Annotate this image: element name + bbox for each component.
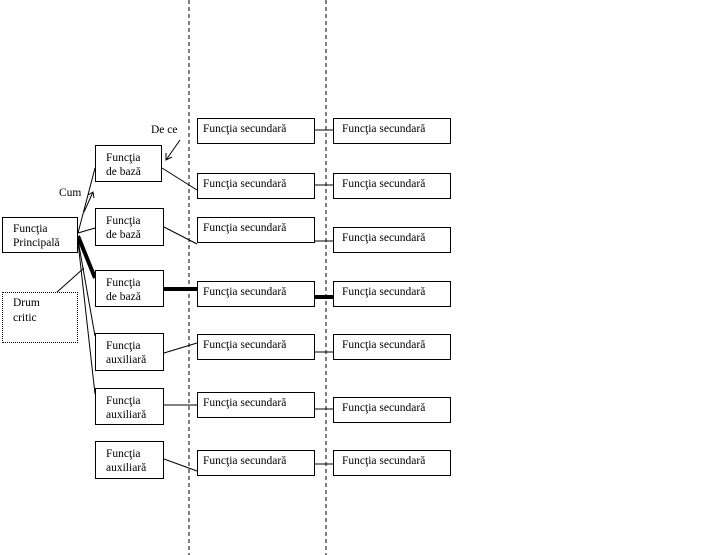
tertiary-function-label: Funcţia secundară xyxy=(342,286,426,298)
aux-function-line1: Funcţia xyxy=(106,395,141,407)
tertiary-function-box-3: Funcţia secundară xyxy=(333,227,451,253)
tertiary-function-label: Funcţia secundară xyxy=(342,232,426,244)
secondary-function-label: Funcţia secundară xyxy=(203,339,287,351)
base-function-box-3-critical: Funcţia de bază xyxy=(95,270,164,307)
aux-function-line2: auxiliară xyxy=(106,409,147,421)
secondary-function-label: Funcţia secundară xyxy=(203,286,287,298)
tertiary-function-label: Funcţia secundară xyxy=(342,402,426,414)
tertiary-function-box-4-critical: Funcţia secundară xyxy=(333,281,451,307)
connector-aux1-sec4 xyxy=(163,342,198,354)
main-function-line1: Funcţia xyxy=(13,223,48,235)
base-function-line2: de bază xyxy=(106,166,141,178)
callout-leader xyxy=(55,267,85,294)
aux-function-line1: Funcţia xyxy=(106,340,141,352)
secondary-function-label: Funcţia secundară xyxy=(203,178,287,190)
connector-main-aux1 xyxy=(77,239,96,337)
de-ce-arrowhead xyxy=(165,153,173,161)
main-function-box: Funcţia Principală xyxy=(2,217,78,253)
aux-function-box-2: Funcţia auxiliară xyxy=(95,388,164,425)
tertiary-function-box-6: Funcţia secundară xyxy=(333,397,451,423)
cum-arrowhead xyxy=(87,191,95,199)
tertiary-function-box-1: Funcţia secundară xyxy=(333,118,451,144)
base-function-line1: Funcţia xyxy=(106,215,141,227)
de-ce-label: De ce xyxy=(150,124,179,137)
connector-main-base2 xyxy=(77,227,96,234)
base-function-line2: de bază xyxy=(106,229,141,241)
main-function-line2: Principală xyxy=(13,237,60,249)
base-function-box-2: Funcţia de bază xyxy=(95,208,164,246)
secondary-function-box-1: Funcţia secundară xyxy=(197,118,315,144)
tertiary-function-label: Funcţia secundară xyxy=(342,455,426,467)
base-function-line2: de bază xyxy=(106,291,141,303)
critical-path-callout: Drum critic xyxy=(2,292,78,343)
base-function-line1: Funcţia xyxy=(106,277,141,289)
tertiary-function-box-5: Funcţia secundară xyxy=(333,334,451,360)
de-ce-arrow xyxy=(165,139,181,161)
connector-base1-sec1 xyxy=(161,167,198,191)
secondary-function-box-7: Funcţia secundară xyxy=(197,450,315,476)
tertiary-function-label: Funcţia secundară xyxy=(342,123,426,135)
secondary-function-box-3: Funcţia secundară xyxy=(197,217,315,243)
connector-base2-sec2 xyxy=(161,225,198,245)
aux-function-line2: auxiliară xyxy=(106,462,147,474)
cum-label: Cum xyxy=(58,187,83,200)
connector-aux3-sec6 xyxy=(163,458,198,472)
connector-main-base1 xyxy=(77,167,96,234)
tertiary-function-label: Funcţia secundară xyxy=(342,339,426,351)
tertiary-function-box-7: Funcţia secundară xyxy=(333,450,451,476)
aux-function-box-3: Funcţia auxiliară xyxy=(95,441,164,479)
tertiary-function-label: Funcţia secundară xyxy=(342,178,426,190)
aux-function-box-1: Funcţia auxiliară xyxy=(95,333,164,371)
aux-function-line2: auxiliară xyxy=(106,354,147,366)
secondary-function-label: Funcţia secundară xyxy=(203,222,287,234)
connector-main-base3-critical xyxy=(76,235,97,279)
connector-main-aux2 xyxy=(77,241,96,395)
secondary-function-label: Funcţia secundară xyxy=(203,123,287,135)
base-function-box-1: Funcţia de bază xyxy=(95,145,162,182)
secondary-function-box-2: Funcţia secundară xyxy=(197,173,315,199)
secondary-function-label: Funcţia secundară xyxy=(203,455,287,467)
aux-function-line1: Funcţia xyxy=(106,448,141,460)
secondary-function-box-5: Funcţia secundară xyxy=(197,334,315,360)
callout-line2: critic xyxy=(13,312,37,324)
tertiary-function-box-2: Funcţia secundară xyxy=(333,173,451,199)
callout-line1: Drum xyxy=(13,297,40,309)
secondary-function-label: Funcţia secundară xyxy=(203,397,287,409)
cum-arrow xyxy=(83,191,94,213)
secondary-function-box-4-critical: Funcţia secundară xyxy=(197,281,315,307)
secondary-function-box-6: Funcţia secundară xyxy=(197,392,315,418)
base-function-line1: Funcţia xyxy=(106,152,141,164)
